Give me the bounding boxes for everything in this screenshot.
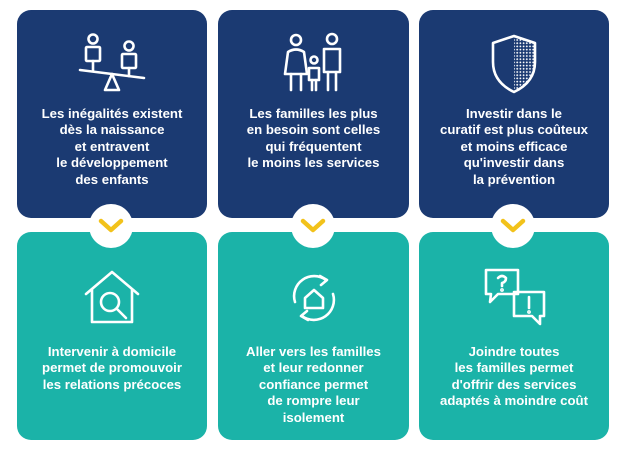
card-bottom-1-text: Intervenir à domicile permet de promouvo…: [42, 344, 182, 392]
card-top-3-text: Investir dans le curatif est plus coûteu…: [439, 106, 589, 187]
balance-seesaw-icon: [17, 32, 207, 96]
card-top-1-text: Les inégalités existent dès la naissance…: [41, 106, 183, 187]
house-cycle-icon: [218, 266, 409, 330]
chevron-badge-3: [491, 204, 535, 248]
card-bottom-2-text: Aller vers les familles et leur redonner…: [246, 344, 381, 425]
chevron-down-icon: [98, 218, 124, 233]
card-bottom-2: Aller vers les familles et leur redonner…: [218, 232, 409, 440]
house-search-icon: [17, 266, 207, 330]
card-bottom-1: Intervenir à domicile permet de promouvo…: [17, 232, 207, 440]
card-top-1: Les inégalités existent dès la naissance…: [17, 10, 207, 218]
chevron-down-icon: [300, 218, 326, 233]
chevron-badge-1: [89, 204, 133, 248]
family-icon: [218, 32, 409, 96]
card-top-2: Les familles les plus en besoin sont cel…: [218, 10, 409, 218]
card-bottom-3-text: Joindre toutes les familles permet d'off…: [439, 344, 589, 409]
chevron-down-icon: [500, 218, 526, 233]
card-bottom-3: Joindre toutes les familles permet d'off…: [419, 232, 609, 440]
speech-bubbles-icon: [419, 266, 609, 330]
card-top-2-text: Les familles les plus en besoin sont cel…: [246, 106, 381, 171]
card-top-3: Investir dans le curatif est plus coûteu…: [419, 10, 609, 218]
shield-icon: [419, 32, 609, 96]
chevron-badge-2: [291, 204, 335, 248]
